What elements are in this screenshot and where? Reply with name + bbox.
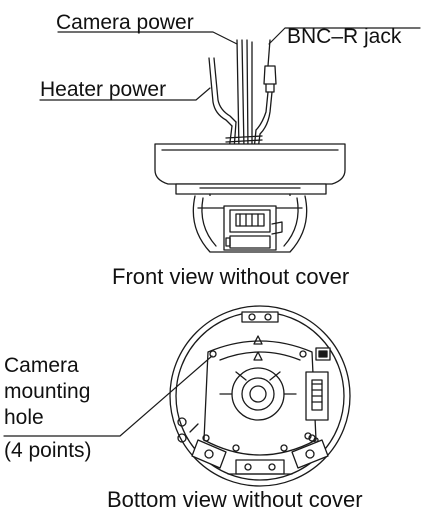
front-view-caption: Front view without cover	[112, 264, 349, 289]
mounting-hole-label-line4: (4 points)	[4, 439, 92, 462]
bottom-view-drawing	[169, 305, 351, 487]
leader-lines	[3, 27, 421, 437]
cable-tie	[225, 139, 263, 143]
mounting-hole-label-line2: mounting	[4, 380, 90, 403]
front-view-drawing	[154, 39, 346, 253]
bnc-jack-leader	[268, 27, 421, 45]
heater-power-label: Heater power	[40, 78, 166, 101]
camera-power-leader	[57, 31, 238, 45]
camera-power-label: Camera power	[56, 11, 194, 34]
heater-power-leader	[39, 87, 211, 101]
mounting-hole-label-line1: Camera	[4, 354, 79, 377]
cables	[208, 39, 277, 151]
bnc-jack-label: BNC–R jack	[287, 25, 402, 48]
mounting-hole-label-line3: hole	[4, 406, 44, 429]
mounting-hole-leader	[3, 355, 213, 437]
bottom-view-caption: Bottom view without cover	[107, 487, 363, 512]
cable-tie	[225, 135, 263, 139]
dome-housing	[154, 143, 346, 201]
mounting-holes	[202, 350, 316, 442]
camera-body	[192, 195, 308, 253]
